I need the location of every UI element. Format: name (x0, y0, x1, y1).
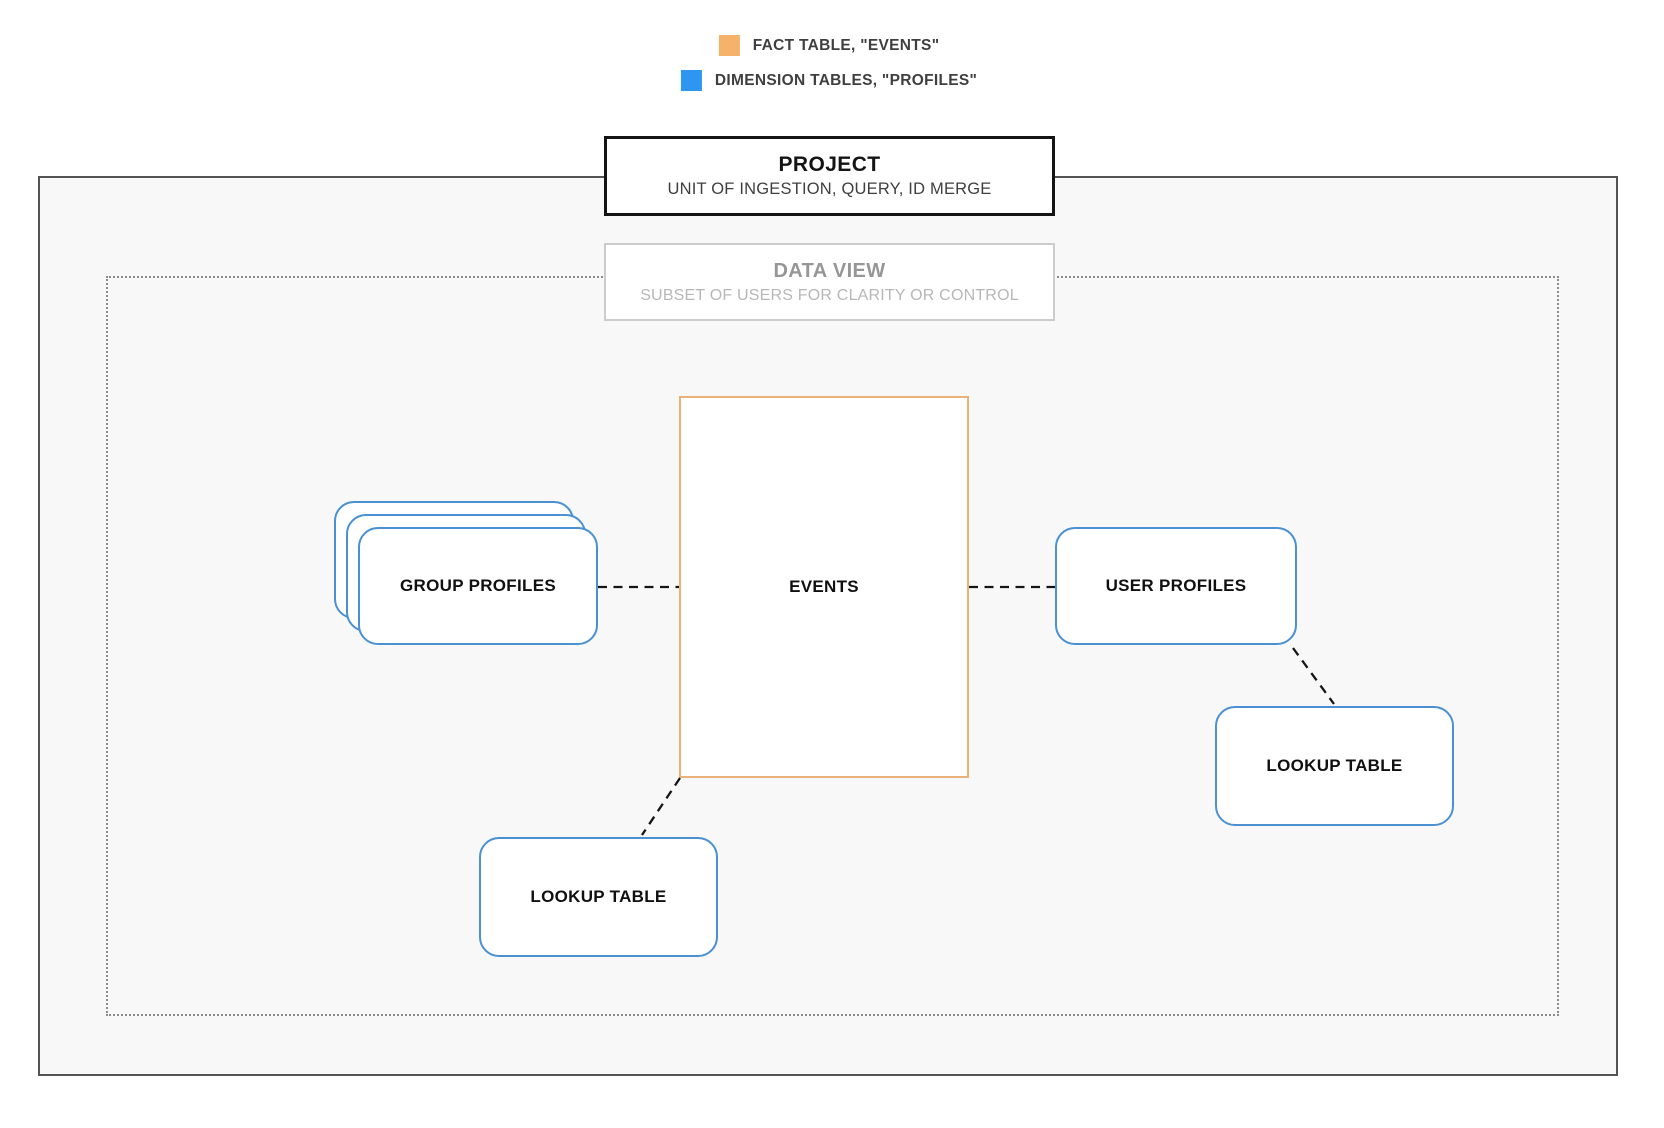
lookup-table-right-node-label: LOOKUP TABLE (1266, 756, 1403, 775)
lookup-table-bottom-node: LOOKUP TABLE (479, 837, 718, 957)
data-view-subtitle: SUBSET OF USERS FOR CLARITY OR CONTROL (640, 286, 1019, 304)
lookup-table-right-node: LOOKUP TABLE (1215, 706, 1454, 826)
legend-item-dimension-tables: DIMENSION TABLES, "PROFILES" (680, 70, 978, 91)
user-profiles-node: USER PROFILES (1055, 527, 1297, 645)
legend-item-label: FACT TABLE, "EVENTS" (752, 36, 940, 54)
fact-table-swatch-icon (718, 35, 740, 56)
dimension-tables-swatch-icon (680, 70, 702, 91)
lookup-table-bottom-node-label: LOOKUP TABLE (530, 887, 667, 906)
group-profiles-node: GROUP PROFILES (358, 527, 598, 645)
user-profiles-node-label: USER PROFILES (1105, 576, 1247, 595)
legend-item-label: DIMENSION TABLES, "PROFILES" (714, 71, 978, 89)
events-node: EVENTS (679, 396, 969, 778)
project-box: PROJECT UNIT OF INGESTION, QUERY, ID MER… (604, 136, 1055, 216)
legend: FACT TABLE, "EVENTS" DIMENSION TABLES, "… (680, 35, 978, 91)
data-view-title: DATA VIEW (773, 259, 886, 282)
legend-item-fact-table: FACT TABLE, "EVENTS" (718, 35, 940, 56)
group-profiles-node-label: GROUP PROFILES (400, 576, 556, 595)
project-subtitle: UNIT OF INGESTION, QUERY, ID MERGE (667, 180, 992, 198)
data-view-box: DATA VIEW SUBSET OF USERS FOR CLARITY OR… (604, 243, 1055, 321)
events-node-label: EVENTS (789, 577, 859, 596)
project-title: PROJECT (778, 153, 881, 176)
